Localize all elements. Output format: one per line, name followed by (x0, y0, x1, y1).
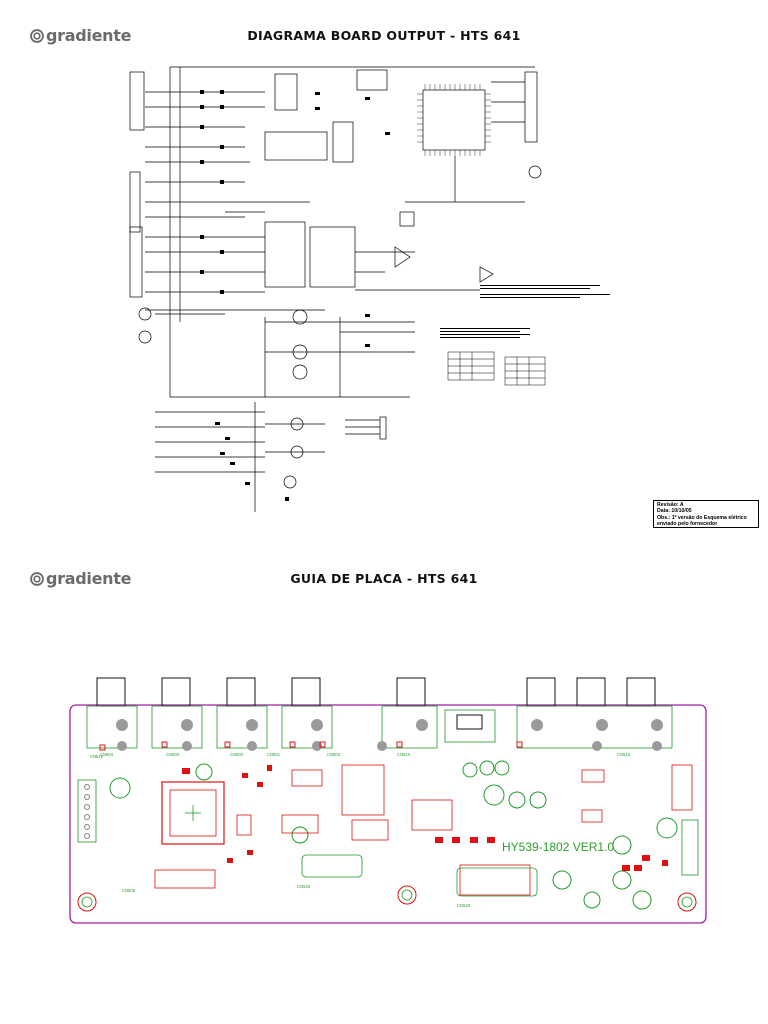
revision-date: Data: 10/10/05 (657, 508, 692, 515)
connector-label: CN520 (297, 884, 311, 889)
diagram-title: DIAGRAMA BOARD OUTPUT - HTS 641 (247, 28, 521, 43)
board-label: HY539-1802 VER1.0 (502, 840, 614, 854)
connector-label: CN904 (100, 752, 114, 757)
connector-label: CN901 (267, 752, 281, 757)
schematic-notes (480, 283, 630, 303)
gradiente-logo-icon (30, 571, 44, 586)
connector-label: CN905 (166, 752, 180, 757)
revision-line: Revisão: A (657, 502, 684, 508)
pcb-layout: HY539-1802 VER1.0 CN904 CN905 CN902 CN90… (69, 677, 707, 924)
brand-logo-2: gradiente (30, 569, 131, 588)
connector-label: CN515 (617, 752, 631, 757)
schematic-notes-2 (440, 326, 540, 346)
revision-obs-cont: enviado pelo fornecedor (657, 521, 718, 528)
revision-box: Revisão: A Data: 10/10/05 Obs.: 1º versã… (653, 500, 759, 528)
connector-label: CN510 (397, 752, 411, 757)
revision-obs: Obs.: 1º versão do Esquema elétrico (657, 514, 747, 521)
connector-label: CN505 (122, 888, 136, 893)
gradiente-logo-icon (30, 28, 44, 43)
brand-logo: gradiente (30, 26, 131, 45)
connector-label: CN903 (327, 752, 341, 757)
schematic-diagram (129, 66, 546, 512)
connector-label: CN902 (230, 752, 244, 757)
brand-name: gradiente (46, 569, 132, 588)
pcb-guide-title: GUIA DE PLACA - HTS 641 (290, 571, 478, 586)
connector-label: CN525 (457, 903, 471, 908)
connector-label: CN516 (90, 754, 104, 759)
brand-name: gradiente (46, 26, 132, 45)
